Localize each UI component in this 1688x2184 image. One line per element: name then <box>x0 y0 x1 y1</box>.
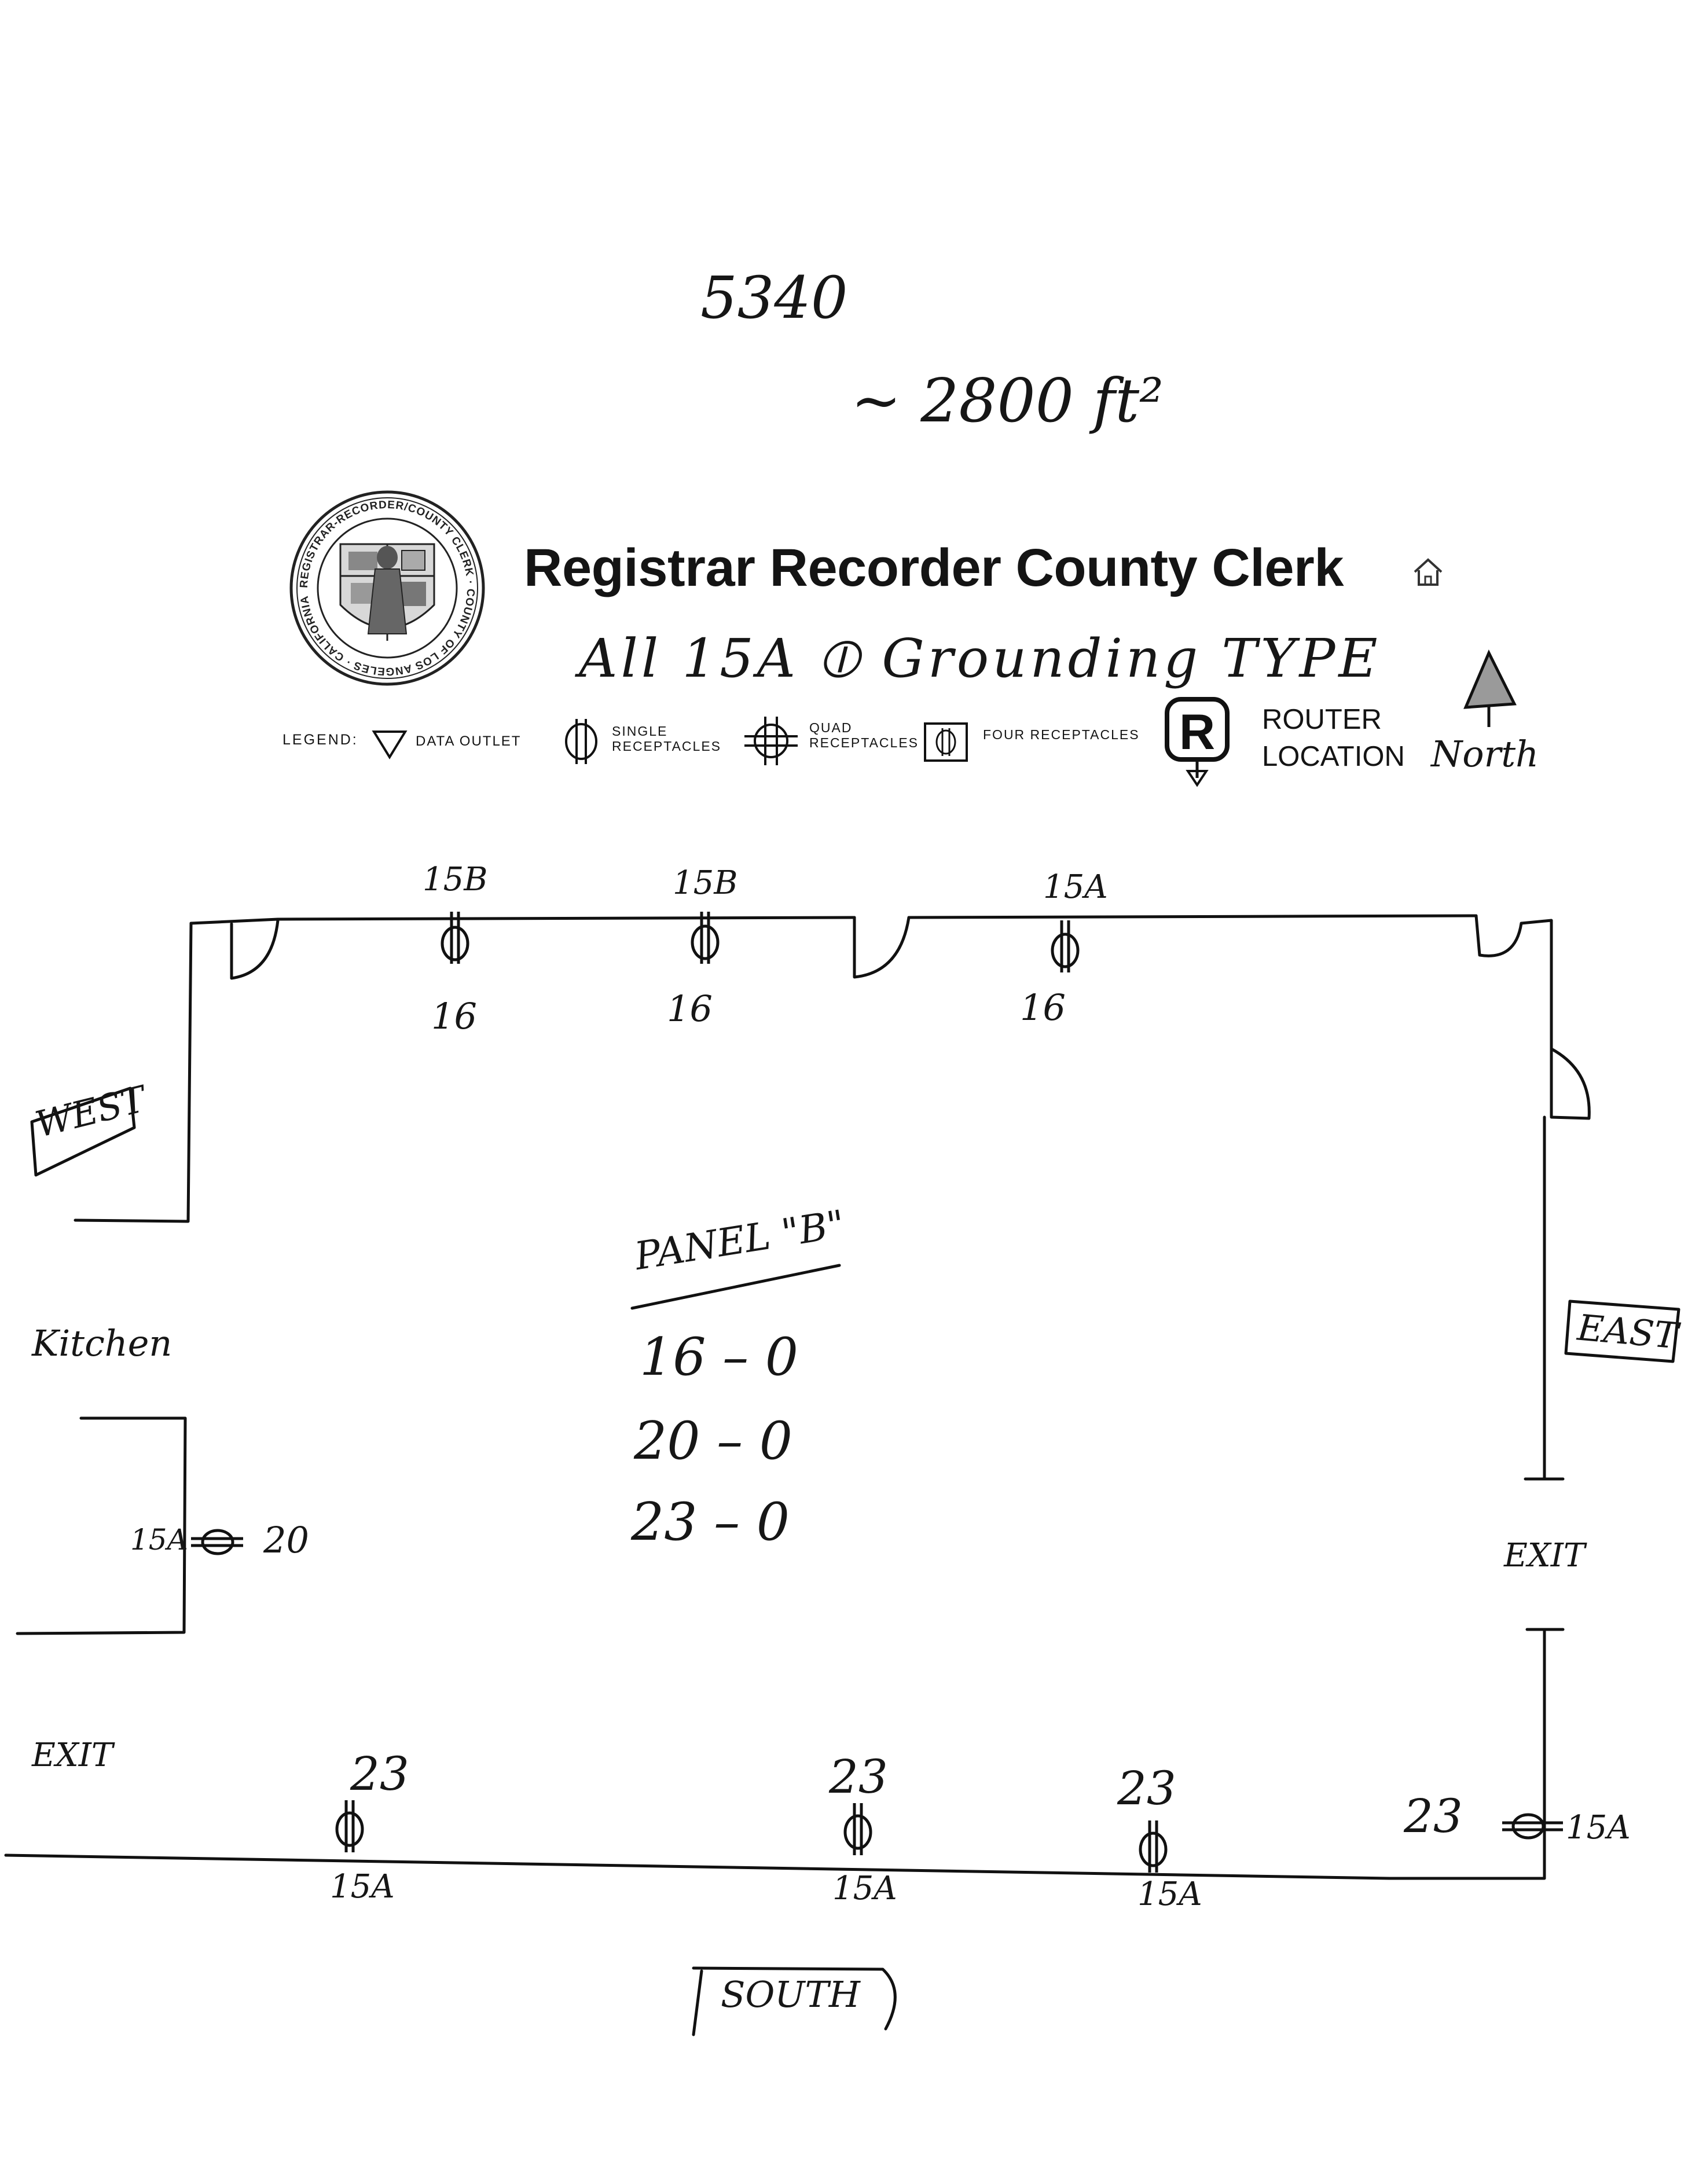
outlet-south-2-amp: 15A <box>832 1870 897 1907</box>
legend-label: LEGEND: <box>282 732 358 748</box>
door-north-2 <box>853 916 911 979</box>
panel-circuit-row: 20 – 0 <box>634 1411 793 1471</box>
outlet-west-amp: 15A <box>130 1523 188 1557</box>
outlet-south-4-amp: 15A <box>1566 1809 1631 1847</box>
outlet-south-4-circuit: 23 <box>1404 1789 1463 1843</box>
four-receptacle-icon <box>924 722 968 762</box>
legend-quad-label: QUAD RECEPTACLES <box>809 720 919 751</box>
legend-quad-line2: RECEPTACLES <box>809 735 919 751</box>
panel-circuit-value: 0 <box>765 1327 799 1388</box>
panel-circuit-number: 20 <box>634 1411 700 1471</box>
outlet-north-1 <box>441 912 469 964</box>
outlet-south-2-circuit: 23 <box>829 1750 888 1804</box>
outlet-north-3-circuit: 16 <box>1020 986 1066 1029</box>
outlet-south-1 <box>335 1800 364 1852</box>
panel-circuit-row: 16 – 0 <box>640 1327 799 1388</box>
legend-router-label: ROUTER LOCATION <box>1262 702 1405 775</box>
grounding-note: All 15A ⦶ Grounding TYPE <box>579 627 1381 689</box>
outlet-north-2-amp: 15B <box>673 864 738 902</box>
county-seal-icon: REGISTRAR-RECORDER/COUNTY CLERK · COUNTY… <box>289 490 485 686</box>
panel-circuit-row: 23 – 0 <box>631 1492 790 1552</box>
north-label: North <box>1431 733 1539 775</box>
building-number: 5340 <box>700 264 848 332</box>
outlet-south-2 <box>843 1803 872 1855</box>
outlet-south-3-circuit: 23 <box>1117 1761 1176 1815</box>
legend-single-line2: RECEPTACLES <box>612 739 722 754</box>
outlet-north-1-circuit: 16 <box>431 995 477 1037</box>
panel-circuit-value: 0 <box>756 1492 790 1552</box>
north-wall-left <box>189 916 856 925</box>
east-label: EAST <box>1576 1306 1680 1357</box>
router-icon: R <box>1165 697 1230 787</box>
east-door-swing <box>1520 919 1591 1120</box>
west-label: WEST <box>31 1077 150 1146</box>
outlet-south-east <box>1502 1813 1563 1840</box>
door-north-1 <box>230 919 280 980</box>
kitchen-label: Kitchen <box>32 1322 173 1364</box>
west-wall-upper <box>74 922 193 1223</box>
legend-four-label: FOUR RECEPTACLES <box>983 727 1140 742</box>
area-note: ~ 2800 ft² <box>851 365 1164 436</box>
legend-quad-line1: QUAD <box>809 720 853 735</box>
legend-router-line1: ROUTER <box>1262 704 1382 735</box>
triangle-down-icon <box>372 731 408 759</box>
outlet-west <box>191 1529 243 1555</box>
outlet-south-3 <box>1139 1820 1168 1873</box>
router-icon-letter: R <box>1179 704 1215 760</box>
exit-label-east: EXIT <box>1504 1537 1586 1574</box>
legend-data-outlet-label: DATA OUTLET <box>416 733 522 749</box>
outlet-north-2 <box>691 912 720 964</box>
outlet-north-2-circuit: 16 <box>667 988 713 1030</box>
panel-title: PANEL "B" <box>632 1201 848 1279</box>
page-title: Registrar Recorder County Clerk <box>524 538 1344 597</box>
north-wall-right <box>907 914 1478 919</box>
single-receptacle-icon <box>565 719 597 764</box>
legend-single-label: SINGLE RECEPTACLES <box>612 724 721 754</box>
outlet-north-1-amp: 15B <box>423 861 488 898</box>
outlet-north-3 <box>1051 920 1080 972</box>
legend-router-line2: LOCATION <box>1262 740 1405 772</box>
outlet-south-1-amp: 15A <box>330 1868 395 1906</box>
outlet-west-circuit: 20 <box>263 1519 309 1561</box>
panel-circuit-number: 23 <box>631 1492 698 1552</box>
home-icon <box>1414 558 1443 586</box>
south-wall <box>4 1853 1391 1880</box>
panel-circuit-number: 16 <box>640 1327 706 1388</box>
legend-single-line1: SINGLE <box>612 724 668 739</box>
panel-circuit-value: 0 <box>759 1411 793 1471</box>
quad-receptacle-icon <box>744 717 798 765</box>
outlet-south-1-circuit: 23 <box>350 1747 409 1801</box>
south-label: SOUTH <box>721 1973 860 2016</box>
door-north-3 <box>1474 914 1523 957</box>
outlet-north-3-amp: 15A <box>1043 868 1108 906</box>
north-arrow-icon <box>1463 649 1517 727</box>
exit-label-west: EXIT <box>32 1737 113 1774</box>
outlet-south-3-amp: 15A <box>1137 1875 1202 1913</box>
